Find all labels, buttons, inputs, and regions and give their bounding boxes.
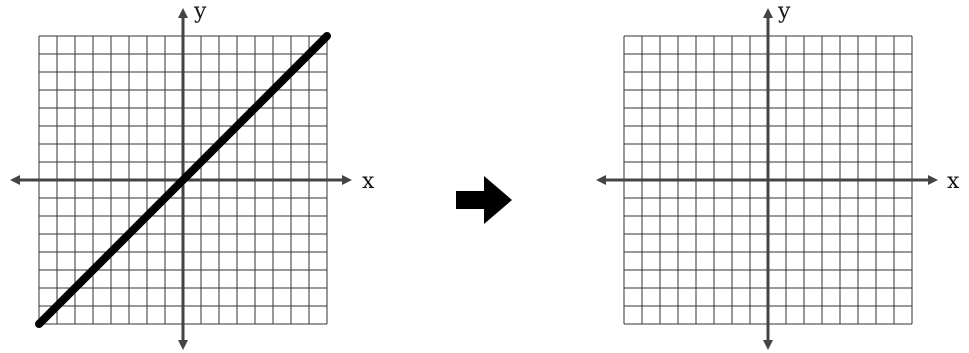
axes-right [596,8,938,350]
y-axis-arrow-up [763,8,773,18]
x-axis-arrow-left [596,175,606,185]
x-axis-label-left: x [362,169,375,194]
y-axis-label-left: y [193,0,207,24]
chart-right: x y [596,0,960,350]
x-axis-arrow-right [342,175,352,185]
x-axis-arrow-left [10,175,20,185]
y-axis-arrow-down [763,340,773,350]
right-arrow-icon [456,176,512,224]
y-axis-label-right: y [777,0,791,24]
series-left [35,32,331,328]
y-axis-arrow-down [178,340,188,350]
x-axis-arrow-right [928,175,938,185]
series-line [35,32,331,328]
x-axis-label-right: x [947,169,960,194]
y-axis-arrow-up [178,8,188,18]
chart-left: x y [10,0,375,350]
